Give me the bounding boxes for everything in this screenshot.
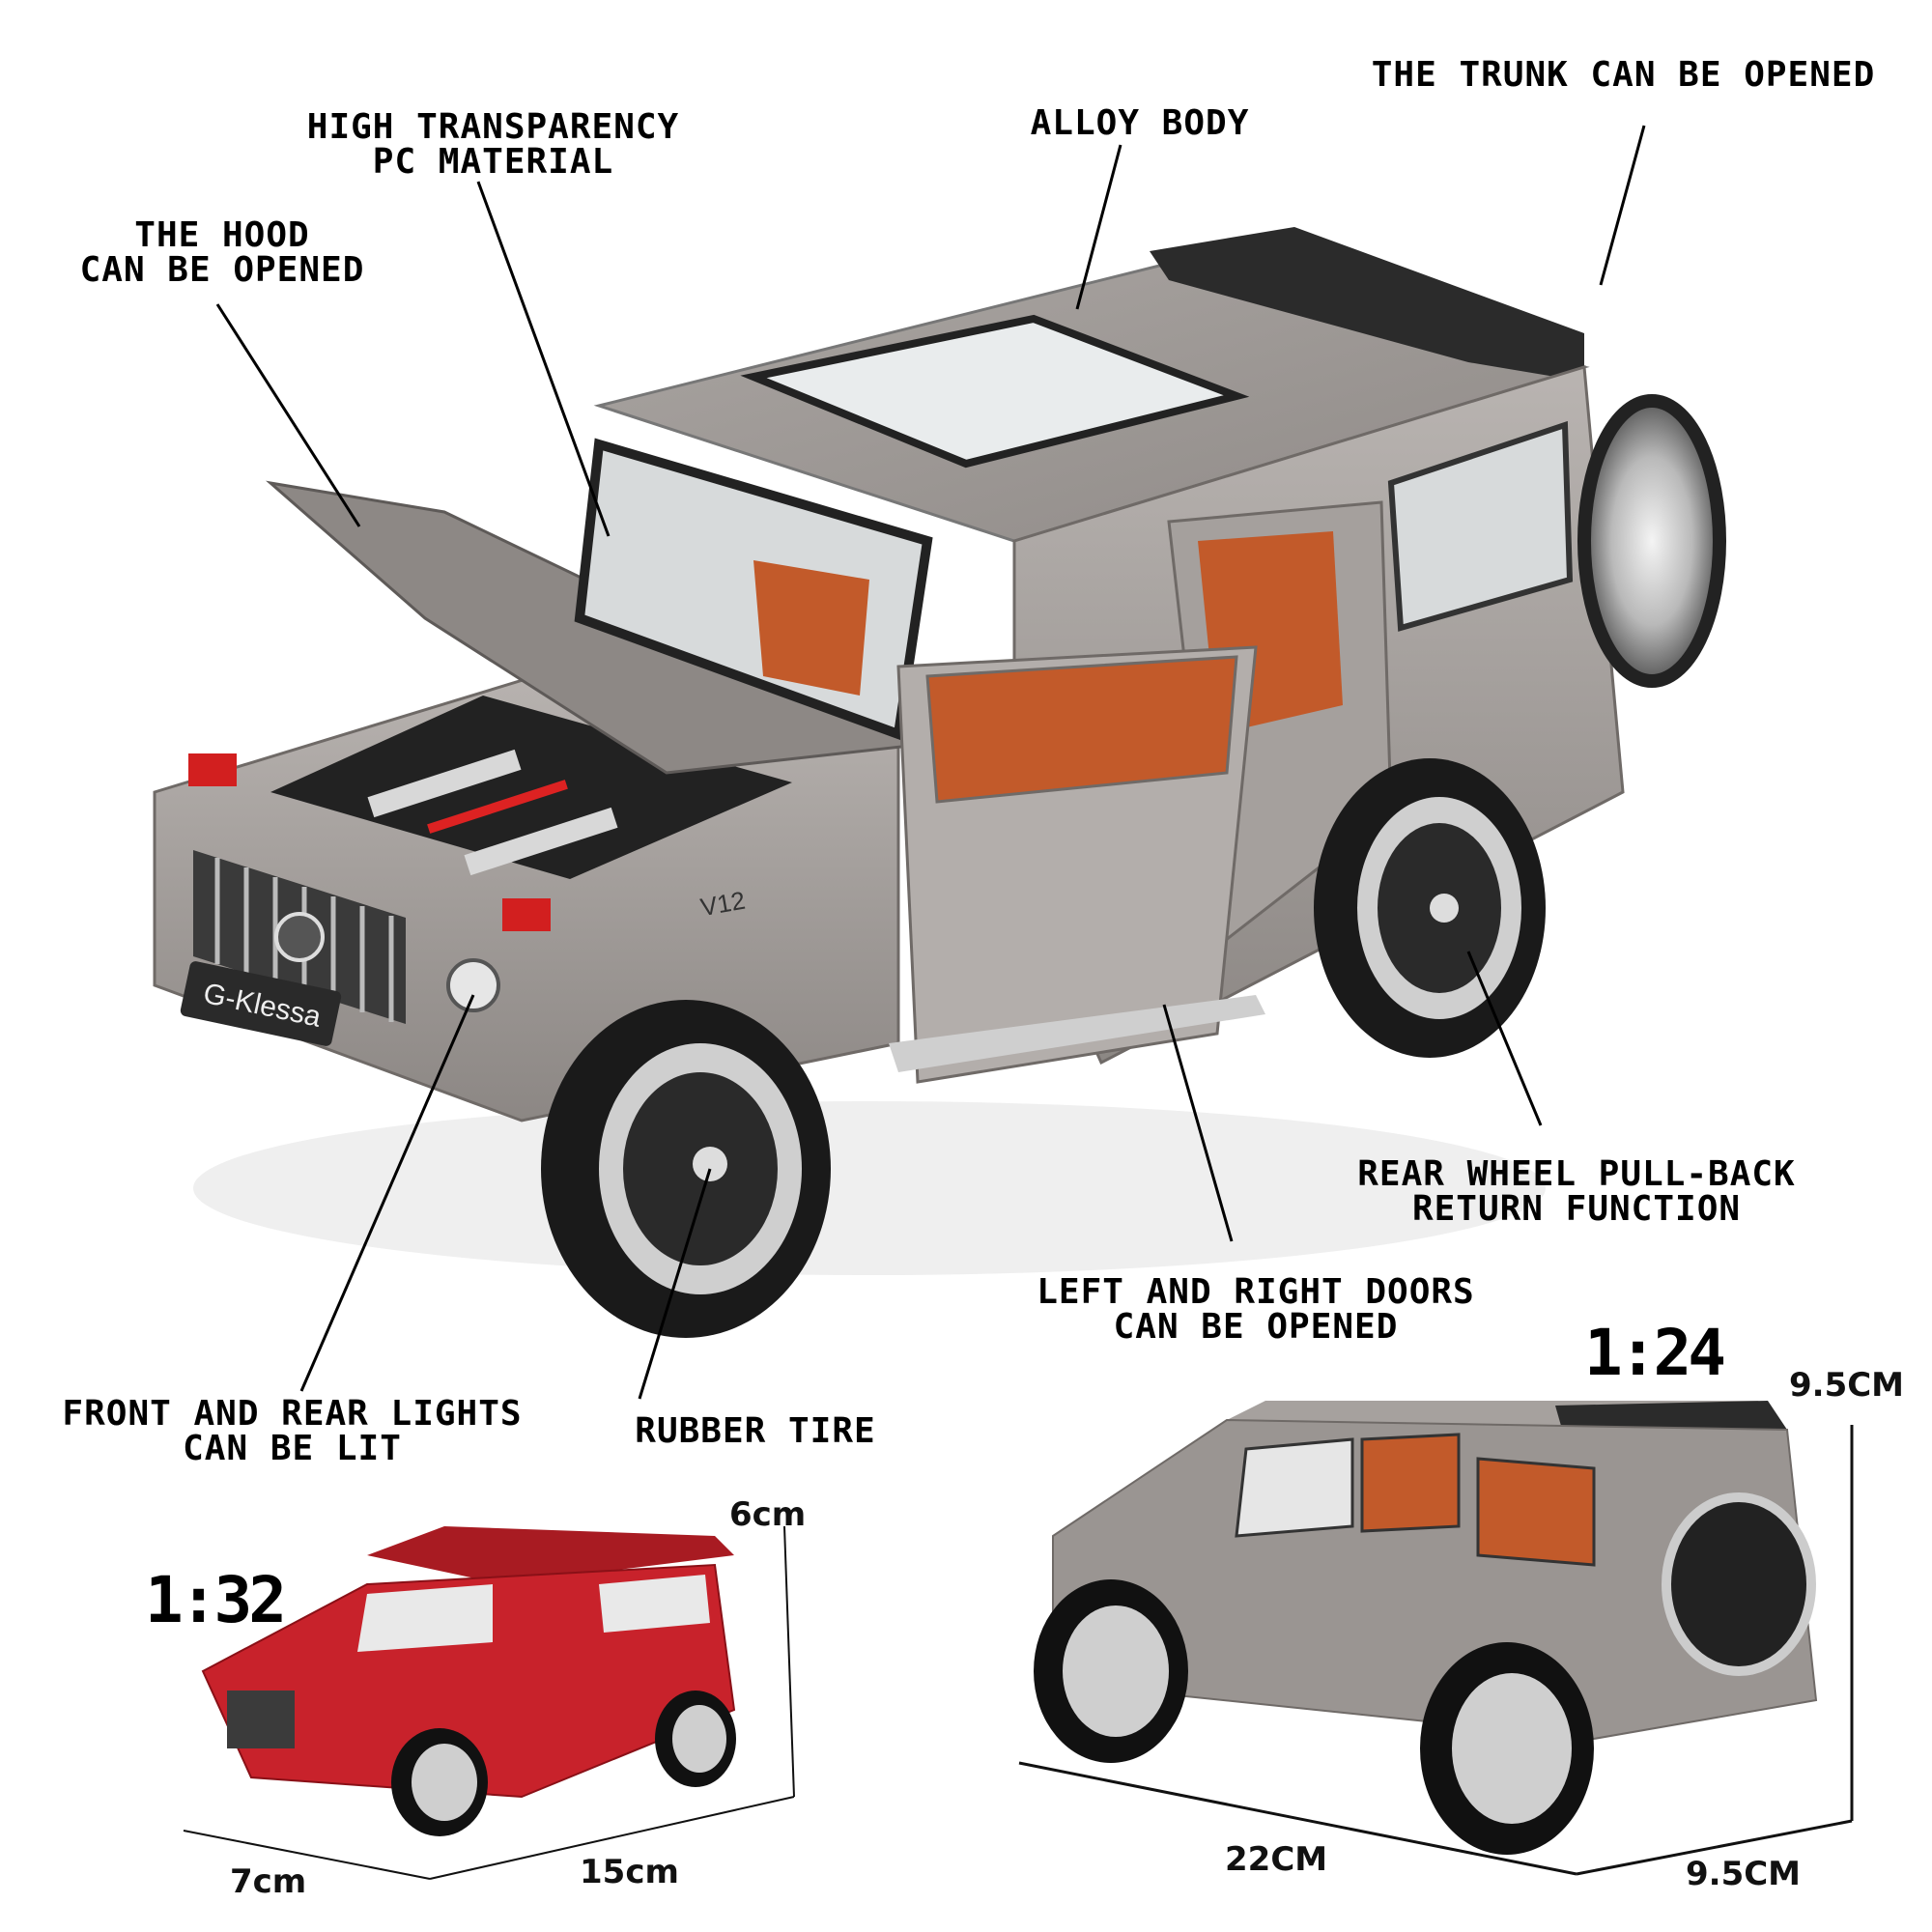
- large-car-front-window: [1235, 1437, 1354, 1538]
- line-lights: [299, 994, 475, 1392]
- large-car-rear-window: [1476, 1457, 1596, 1567]
- large-car-spare-wheel: [1662, 1492, 1816, 1676]
- front-wheel: [541, 1000, 831, 1338]
- indicator-light-left: [188, 753, 237, 786]
- spare-wheel: [1577, 394, 1726, 688]
- callout-doors: LEFT AND RIGHT DOORS CAN BE OPENED: [1037, 1272, 1475, 1347]
- callout-lights: FRONT AND REAR LIGHTS CAN BE LIT: [62, 1394, 523, 1468]
- line-doors: [1162, 1004, 1234, 1242]
- line-trunk: [1599, 125, 1646, 286]
- engine-cover-right: [464, 807, 618, 876]
- large-model-dimension-lines: [1018, 1425, 1854, 1876]
- side-step: [889, 995, 1265, 1072]
- grille-bars: [214, 858, 394, 1022]
- small-car-rear-window: [599, 1575, 710, 1633]
- front-seat: [753, 560, 869, 696]
- large-model-scale: 1:24: [1584, 1316, 1726, 1390]
- small-car-window: [357, 1584, 493, 1652]
- grille-emblem: [274, 912, 325, 962]
- large-model-width: 9.5CM: [1686, 1855, 1802, 1893]
- headlight: [446, 958, 500, 1012]
- small-car-front-rim: [412, 1744, 477, 1821]
- line-hood: [215, 303, 361, 527]
- car-shadow: [193, 1101, 1546, 1275]
- roof-spoiler: [1150, 227, 1584, 382]
- line-pc-material: [476, 181, 611, 537]
- small-car-body: [201, 1563, 736, 1799]
- large-car-front-rim: [1063, 1605, 1169, 1737]
- small-model-height: 6cm: [729, 1495, 807, 1534]
- indicator-light-right: [502, 898, 551, 931]
- callout-rear-wheel: REAR WHEEL PULL-BACK RETURN FUNCTION: [1357, 1154, 1796, 1229]
- small-model-width: 7cm: [230, 1862, 307, 1901]
- callout-tire: RUBBER TIRE: [635, 1411, 876, 1451]
- large-car-mid-window: [1360, 1433, 1461, 1533]
- engine-cover-left: [367, 749, 522, 818]
- license-plate: G-Klessa: [180, 961, 342, 1046]
- rear-side-window: [1387, 420, 1574, 632]
- small-car-grille: [227, 1690, 295, 1748]
- large-car-rear-rim: [1452, 1673, 1572, 1824]
- callout-pc-material: HIGH TRANSPARENCY PC MATERIAL: [306, 107, 680, 182]
- callout-lines: [215, 125, 1646, 1400]
- callout-trunk: THE TRUNK CAN BE OPENED: [1371, 55, 1876, 95]
- small-car-roof: [367, 1526, 734, 1584]
- sunroof: [740, 314, 1250, 469]
- large-model-length: 22CM: [1225, 1840, 1328, 1879]
- rear-wheel: [1314, 758, 1546, 1058]
- line-alloy: [1075, 144, 1122, 310]
- line-tire: [638, 1168, 712, 1400]
- small-model-length: 15cm: [580, 1853, 679, 1891]
- engine-red-stripe: [427, 780, 568, 834]
- engine-bay: [270, 696, 792, 879]
- small-model-scale: 1:32: [145, 1563, 287, 1637]
- large-model-height: 9.5CM: [1789, 1366, 1905, 1405]
- small-car-rear-rim: [672, 1705, 726, 1773]
- line-rear-wheel: [1466, 951, 1543, 1126]
- small-model-dimension-lines: [183, 1525, 795, 1880]
- front-door-window: [925, 655, 1238, 804]
- callout-alloy: ALLOY BODY: [1030, 103, 1250, 143]
- callout-hood: THE HOOD CAN BE OPENED: [79, 215, 365, 290]
